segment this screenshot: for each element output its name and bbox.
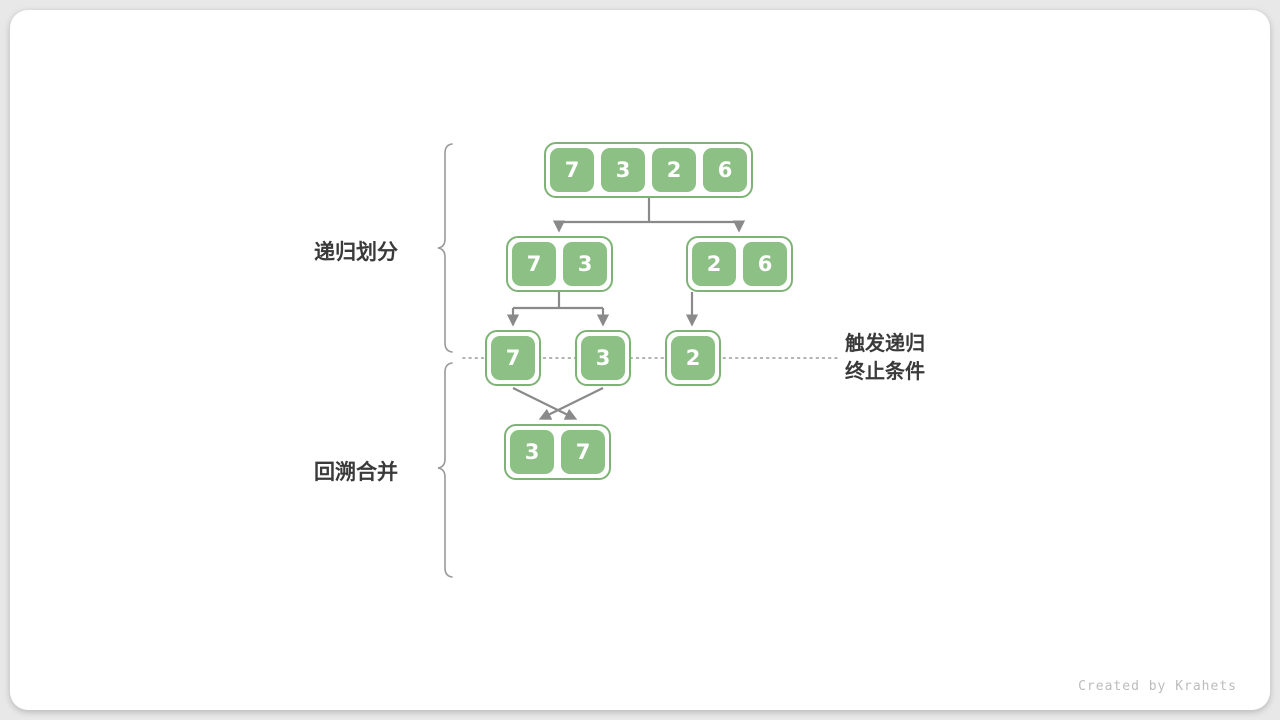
watermark: Created by Krahets [1078, 679, 1237, 694]
label-recursive-divide: 递归划分 [314, 241, 398, 264]
array-cell: 3 [563, 242, 607, 286]
array-root: 7 3 2 6 [544, 142, 753, 198]
divide-brace [437, 143, 453, 353]
array-cell: 3 [581, 336, 625, 380]
termination-note-line1: 触发递归 [845, 333, 925, 355]
array-cell: 6 [743, 242, 787, 286]
split-arrows-level2-left [506, 292, 610, 327]
canvas-card [10, 10, 1270, 710]
array-right-pair: 2 6 [686, 236, 793, 292]
array-cell: 7 [550, 148, 594, 192]
merge-brace [437, 362, 453, 578]
array-left-pair: 7 3 [506, 236, 613, 292]
leaf-array-7: 7 [485, 330, 541, 386]
termination-note-line2: 终止条件 [845, 361, 925, 383]
leaf-array-2: 2 [665, 330, 721, 386]
array-cell: 2 [692, 242, 736, 286]
array-merged: 3 7 [504, 424, 611, 480]
array-cell: 7 [561, 430, 605, 474]
label-termination-note: 触发递归 终止条件 [845, 330, 925, 386]
array-cell: 7 [491, 336, 535, 380]
merge-cross-arrows [512, 387, 604, 420]
array-cell: 3 [510, 430, 554, 474]
array-cell: 2 [671, 336, 715, 380]
label-backtrack-merge: 回溯合并 [314, 461, 398, 484]
leaf-array-3: 3 [575, 330, 631, 386]
array-cell: 7 [512, 242, 556, 286]
array-cell: 3 [601, 148, 645, 192]
split-arrows-level1 [552, 198, 746, 233]
array-cell: 6 [703, 148, 747, 192]
array-cell: 2 [652, 148, 696, 192]
